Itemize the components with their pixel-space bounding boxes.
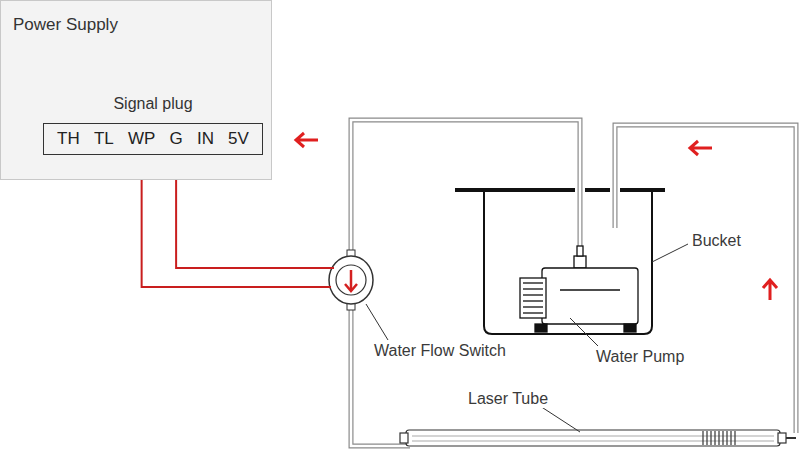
- node-title: Power Supply: [13, 15, 118, 35]
- pin-name: 5V: [228, 129, 249, 149]
- part-label: Bucket: [690, 232, 743, 250]
- part-label: Water Pump: [594, 348, 686, 366]
- pin-row: TH TL WP G IN 5V: [43, 123, 263, 155]
- power-supply-box: Power SupplySignal plugTH TL WP G IN 5V: [0, 0, 272, 180]
- pin-name: WP: [128, 129, 155, 149]
- signal-plug: Signal plugTH TL WP G IN 5V: [43, 93, 263, 155]
- pin-name: G: [170, 129, 183, 149]
- part-label: Laser Tube: [466, 390, 550, 408]
- plug-heading: Signal plug: [43, 93, 263, 123]
- pin-name: TL: [94, 129, 114, 149]
- water-flow-switch: [329, 250, 373, 310]
- flow-arrow: [296, 133, 777, 300]
- leader-line: [366, 244, 688, 432]
- pin-name: IN: [197, 129, 214, 149]
- pin-name: TH: [57, 129, 80, 149]
- water-pipes: [351, 120, 796, 446]
- water-pump-drawing: [520, 246, 638, 332]
- bucket-drawing: [455, 188, 665, 334]
- part-label: Water Flow Switch: [372, 342, 508, 360]
- laser-tube-drawing: [400, 430, 796, 446]
